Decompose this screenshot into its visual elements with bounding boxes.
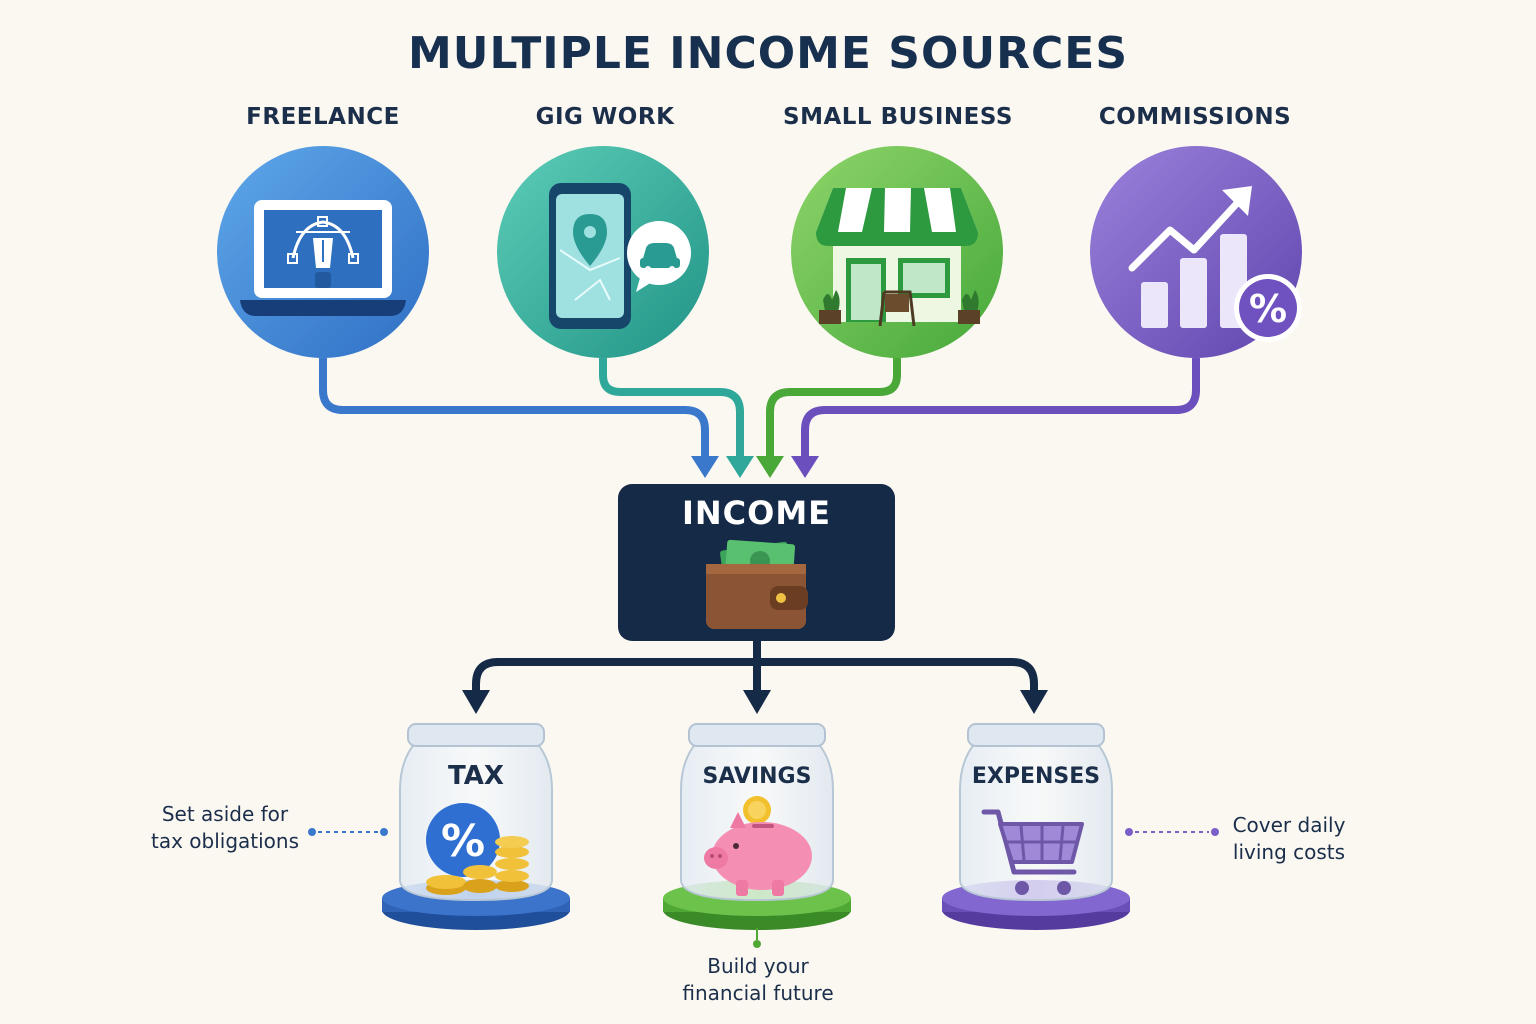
freelance-circle (217, 146, 429, 358)
source-label-freelance: FREELANCE (246, 104, 400, 130)
shopping-cart-icon (981, 809, 1084, 895)
connector-gig-work (599, 358, 754, 478)
tax-note-connector (308, 828, 388, 836)
svg-text:%: % (441, 816, 485, 867)
svg-text:%: % (1249, 287, 1287, 331)
savings-jar (663, 723, 851, 930)
connector-commissions (791, 358, 1200, 478)
income-label: INCOME (681, 494, 832, 532)
percent-coins-icon: % (426, 803, 529, 895)
laptop-pen-tool-icon (240, 200, 406, 316)
expenses-jar (942, 723, 1130, 930)
connector-small-business (756, 358, 901, 478)
jar-label-savings: SAVINGS (702, 764, 812, 789)
tax-note: Set aside for tax obligations (140, 801, 310, 855)
jar-label-tax: TAX (448, 761, 504, 791)
storefront-icon (816, 188, 980, 327)
wallet-cash-icon (706, 539, 808, 629)
source-label-commissions: COMMISSIONS (1098, 104, 1292, 130)
savings-note-line-1: Build your (707, 954, 809, 978)
chart-percent-icon: % (1128, 186, 1302, 342)
tax-jar: % (382, 723, 570, 930)
source-label-small-business: SMALL BUSINESS (783, 104, 1013, 130)
small-business-circle (791, 146, 1003, 358)
connector-freelance (319, 358, 719, 478)
phone-map-car-icon (549, 183, 691, 329)
commissions-circle: % (1090, 146, 1302, 358)
savings-note-connector (753, 928, 761, 948)
connector-income-to-jars (462, 640, 1048, 714)
page-title: MULTIPLE INCOME SOURCES (407, 28, 1129, 79)
tax-note-line-2: tax obligations (150, 829, 300, 853)
expenses-note-connector (1125, 828, 1219, 836)
source-label-gig-work: GIG WORK (535, 104, 675, 130)
income-box (618, 484, 895, 641)
piggy-bank-icon (704, 796, 812, 896)
savings-note-line-2: financial future (682, 981, 834, 1005)
jar-label-expenses: EXPENSES (971, 764, 1101, 789)
expenses-note-line-2: living costs (1232, 840, 1346, 864)
savings-note: Build your financial future (668, 953, 848, 1007)
expenses-note-line-1: Cover daily (1232, 813, 1346, 837)
tax-note-line-1: Set aside for (161, 802, 289, 826)
expenses-note: Cover daily living costs (1214, 812, 1364, 866)
gig-work-circle (497, 146, 709, 358)
